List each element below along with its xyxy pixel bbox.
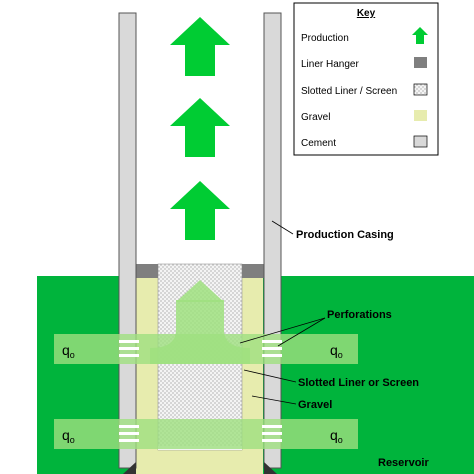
callout-perforations: Perforations [327, 309, 392, 321]
key-label-liner-hanger: Liner Hanger [301, 59, 359, 70]
key-label-cement: Cement [301, 138, 336, 149]
flow-label-lower-left: qo [62, 427, 75, 445]
reservoir-label: Reservoir [378, 457, 429, 469]
flow-label-upper-right: qo [330, 342, 343, 360]
inflow-merge-path [150, 300, 250, 364]
casing-shoe-left [123, 462, 136, 474]
callout-gravel: Gravel [298, 399, 332, 411]
key-production-arrow-icon [412, 27, 428, 44]
perforations-lower-left [119, 425, 139, 442]
key-cement-swatch [413, 135, 428, 148]
liner-hanger-left [136, 264, 158, 278]
perforations-upper-right [262, 340, 282, 357]
callout-line-slotted-liner [243, 369, 297, 383]
perforations-lower-right [262, 425, 282, 442]
liner-hanger-right [242, 264, 264, 278]
perforations-upper-left [119, 340, 139, 357]
production-arrow-middle [170, 98, 230, 157]
production-arrow-bottom [170, 181, 230, 240]
key-legend: Key Production Liner Hanger Slotted Line… [293, 2, 439, 156]
key-label-slotted-liner: Slotted Liner / Screen [301, 86, 397, 97]
callout-line-perforations-left [239, 317, 326, 344]
inflow-band-lower [54, 419, 358, 449]
callout-line-production-casing [271, 220, 294, 235]
key-title: Key [357, 8, 376, 19]
callout-production-casing: Production Casing [296, 229, 394, 241]
flow-label-lower-right: qo [330, 427, 343, 445]
callout-line-perforations-right [277, 317, 326, 347]
production-casing-left [118, 12, 137, 469]
production-arrow-top [170, 17, 230, 76]
key-slotted-liner-swatch [413, 83, 428, 96]
inflow-merge-arrowhead [176, 280, 224, 302]
key-gravel-swatch [414, 110, 427, 121]
flow-label-upper-left: qo [62, 342, 75, 360]
callout-line-gravel [251, 395, 297, 405]
callout-slotted-liner: Slotted Liner or Screen [298, 377, 419, 389]
key-label-gravel: Gravel [301, 112, 330, 123]
casing-shoe-right [264, 462, 277, 474]
key-label-production: Production [301, 33, 349, 44]
key-liner-hanger-swatch [414, 57, 427, 68]
